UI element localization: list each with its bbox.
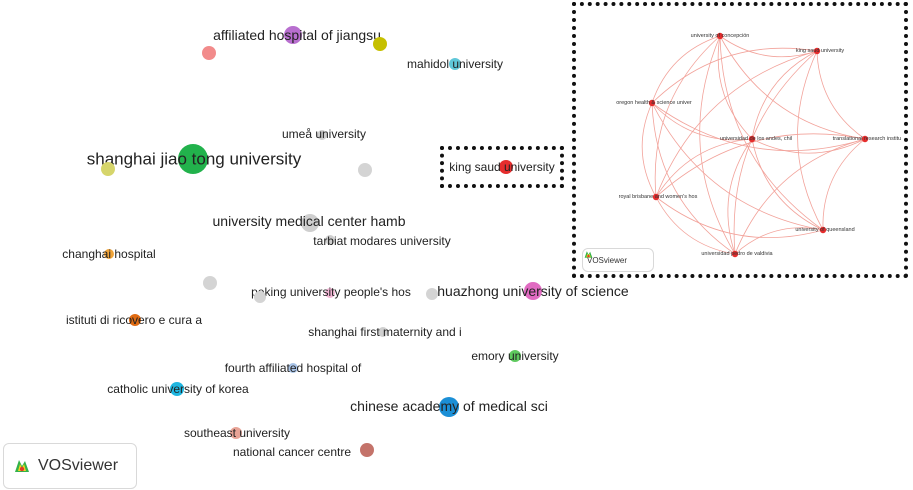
node-label-changhai-hospital: changhai hospital	[62, 247, 156, 261]
node-mahidol-university[interactable]	[449, 58, 461, 70]
node-label-affiliated-hospital-of-jiangsu: affiliated hospital of jiangsu	[213, 27, 381, 43]
inset-edge	[654, 35, 721, 198]
node-affiliated-hospital-of-jiangsu[interactable]	[284, 26, 302, 44]
inset-edge	[651, 47, 818, 104]
inset-node-label-king-saud-university: king saud university	[795, 48, 845, 54]
vosviewer-logo: VOSviewer	[3, 443, 137, 489]
inset-edge	[734, 227, 824, 255]
node-label-king-saud-university: king saud university	[449, 160, 555, 174]
node-emory-university[interactable]	[509, 350, 521, 362]
node-label-emory-university: emory university	[471, 349, 559, 363]
inset-edge	[641, 102, 657, 198]
highlight-box	[440, 146, 564, 188]
inset-node-label-royal-brisbane-and-womens-hos: royal brisbane and women's hos	[618, 194, 698, 200]
node-southeast-university[interactable]	[230, 427, 242, 439]
node-peking-university-peoples-hos[interactable]	[325, 288, 335, 298]
node-changhai-hospital[interactable]	[104, 249, 114, 259]
node-unlabeled-gray-4[interactable]	[426, 288, 438, 300]
node-label-mahidol-university: mahidol university	[406, 57, 504, 71]
node-catholic-university-of-korea[interactable]	[170, 382, 184, 396]
node-label-southeast-university: southeast university	[183, 426, 291, 440]
node-huazhong-university-of-science[interactable]	[524, 282, 542, 300]
node-unlabeled-gray-1[interactable]	[358, 163, 372, 177]
node-label-shanghai-first-maternity-and-i: shanghai first maternity and i	[308, 325, 462, 339]
node-label-huazhong-university-of-science: huazhong university of science	[437, 283, 629, 299]
inset-node-oregon-health-science-univer[interactable]	[648, 99, 656, 107]
node-label-tarbiat-modares-university: tarbiat modares university	[313, 234, 451, 248]
inset-edge	[651, 102, 824, 231]
inset-edge	[751, 50, 818, 140]
inset-edge	[797, 50, 824, 231]
node-label-national-cancer-centre: national cancer centre	[232, 445, 352, 459]
node-label-chinese-academy-of-medical-sci: chinese academy of medical sci	[350, 398, 548, 414]
inset-edge	[727, 138, 753, 255]
inset-edge	[751, 138, 866, 154]
inset-map: university of concepción king saud univer…	[572, 2, 908, 278]
node-umea-university[interactable]	[317, 130, 327, 140]
inset-edge	[734, 138, 866, 255]
node-label-umea-university: umeå university	[281, 127, 367, 141]
node-king-saud-university[interactable]	[499, 160, 513, 174]
inset-node-label-university-of-concepcion: university of concepción	[690, 33, 750, 39]
node-istituti-di-ricovero-e-cura-a[interactable]	[129, 314, 141, 326]
node-chinese-academy-of-medical-sci[interactable]	[439, 397, 459, 417]
node-unlabeled-pink[interactable]	[202, 46, 216, 60]
inset-vosviewer-logo: VOSviewer	[582, 248, 654, 272]
inset-node-royal-brisbane-and-womens-hos[interactable]	[652, 193, 660, 201]
inset-node-translational-research-instit[interactable]	[861, 135, 869, 143]
inset-node-label-universidad-pedro-de-valdivia: universidad pedro de valdivia	[701, 251, 773, 257]
inset-network-svg	[641, 32, 869, 258]
inset-node-university-of-queensland[interactable]	[819, 226, 827, 234]
node-unlabeled-gray-2[interactable]	[203, 276, 217, 290]
inset-edge	[719, 35, 866, 140]
inset-edge	[651, 102, 736, 255]
inset-edge	[651, 35, 721, 104]
inset-edge	[651, 102, 753, 141]
node-shanghai-first-maternity-and-i[interactable]	[378, 327, 388, 337]
node-fourth-affiliated-hospital-of[interactable]	[288, 363, 298, 373]
inset-edge	[655, 196, 824, 239]
inset-node-label-universidad-de-los-andes-chil: universidad de los andes, chil	[719, 136, 793, 142]
node-university-medical-center-hamb[interactable]	[301, 214, 319, 232]
node-unlabeled-yellow-green[interactable]	[101, 162, 115, 176]
inset-edge	[699, 35, 736, 255]
inset-edge	[717, 35, 753, 140]
node-shanghai-jiao-tong-university[interactable]	[178, 144, 208, 174]
vosviewer-logo-text: VOSviewer	[38, 457, 119, 474]
vosviewer-logo-icon	[15, 460, 29, 472]
inset-edge	[751, 138, 824, 231]
inset-edge	[655, 50, 818, 198]
node-tarbiat-modares-university[interactable]	[325, 235, 335, 245]
vosviewer-logo-icon	[584, 251, 593, 258]
inset-edge	[733, 50, 818, 255]
node-national-cancer-centre[interactable]	[360, 443, 374, 457]
node-label-catholic-university-of-korea: catholic university of korea	[107, 382, 249, 396]
node-label-fourth-affiliated-hospital-of: fourth affiliated hospital of	[224, 361, 362, 375]
node-label-shanghai-jiao-tong-university: shanghai jiao tong university	[86, 149, 302, 169]
inset-edge	[816, 50, 866, 140]
inset-node-university-of-concepcion[interactable]	[716, 32, 724, 40]
inset-node-universidad-de-los-andes-chil[interactable]	[748, 135, 756, 143]
node-label-university-medical-center-hamb: university medical center hamb	[212, 213, 406, 229]
node-unlabeled-olive[interactable]	[373, 37, 387, 51]
inset-edge	[822, 138, 866, 231]
node-label-istituti-di-ricovero-e-cura-a: istituti di ricovero e cura a	[65, 313, 203, 327]
inset-node-label-translational-research-instit: translational research institu	[832, 136, 902, 142]
inset-node-label-oregon-health-science-univer: oregon health & science univer	[616, 100, 692, 106]
inset-node-universidad-pedro-de-valdivia[interactable]	[731, 250, 739, 258]
inset-node-label-university-of-queensland: university of queensland	[795, 227, 855, 233]
node-unlabeled-gray-3[interactable]	[254, 291, 266, 303]
inset-node-king-saud-university[interactable]	[813, 47, 821, 55]
node-label-peking-university-peoples-hos: peking university people's hos	[251, 285, 411, 299]
inset-vosviewer-logo-text: VOSviewer	[587, 255, 628, 265]
inset-edge	[655, 138, 753, 198]
inset-edge	[655, 196, 736, 255]
